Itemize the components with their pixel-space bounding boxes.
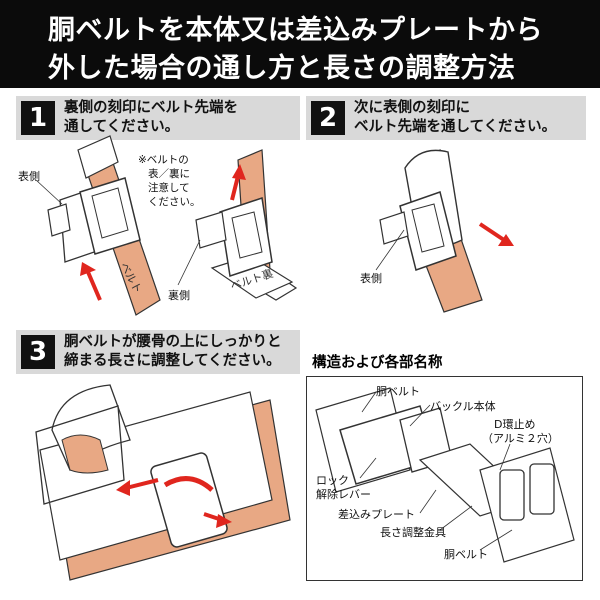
step1-text-line1: 裏側の刻印にベルト先端を <box>64 100 238 116</box>
step3-number: 3 <box>21 335 55 369</box>
parts-label-belt-bottom: 胴ベルト <box>444 548 488 561</box>
step2-label-front: 表側 <box>360 272 382 285</box>
step1-note-line1: ※ベルトの <box>138 154 189 166</box>
step1-note-line3: 注意して <box>148 182 190 194</box>
header-title-line2: 外した場合の通し方と長さの調整方法 <box>48 53 516 84</box>
step1-label-back: 裏側 <box>168 289 190 302</box>
step1-bar: 1 裏側の刻印にベルト先端を 通してください。 <box>16 96 300 140</box>
parts-label-plate: 差込みプレート <box>338 508 415 521</box>
header-title-line1: 胴ベルトを本体又は差込みプレートから <box>48 15 543 46</box>
step1-note-line4: ください。 <box>148 196 201 208</box>
step2-text-line2: ベルト先端を通してください。 <box>354 119 557 135</box>
step2-text-line1: 次に表側の刻印に <box>354 100 470 116</box>
step3-text: 胴ベルトが腰骨の上にしっかりと 締まる長さに調整してください。 <box>64 333 282 371</box>
step1-number: 1 <box>21 101 55 135</box>
page-header: 胴ベルトを本体又は差込みプレートから 外した場合の通し方と長さの調整方法 <box>0 0 600 88</box>
parts-label-d-ring2: （アルミ２穴） <box>482 432 559 445</box>
parts-label-buckle: バックル本体 <box>430 400 496 413</box>
step2-bar: 2 次に表側の刻印に ベルト先端を通してください。 <box>306 96 586 140</box>
parts-label-belt-top: 胴ベルト <box>376 385 420 398</box>
parts-label-adjuster: 長さ調整金具 <box>380 526 446 539</box>
step1-text: 裏側の刻印にベルト先端を 通してください。 <box>64 99 238 137</box>
step2-text: 次に表側の刻印に ベルト先端を通してください。 <box>354 99 556 137</box>
step1-buckle-left <box>47 177 141 263</box>
step3-text-line1: 胴ベルトが腰骨の上にしっかりと <box>64 334 282 350</box>
step3-bar: 3 胴ベルトが腰骨の上にしっかりと 締まる長さに調整してください。 <box>16 330 300 374</box>
parts-title: 構造および各部名称 <box>312 355 443 371</box>
parts-diagram-box <box>306 376 583 581</box>
step1-note: ※ベルトの 表／裏に 注意して ください。 <box>138 153 201 209</box>
step1-label-front: 表側 <box>18 170 40 183</box>
parts-label-d-ring1: D環止め <box>494 418 536 431</box>
step1-text-line2: 通してください。 <box>64 119 180 135</box>
step2-number: 2 <box>311 101 345 135</box>
parts-label-lock1: ロック <box>316 474 349 487</box>
step3-text-line2: 締まる長さに調整してください。 <box>64 353 281 369</box>
step1-note-line2: 表／裏に <box>148 168 190 180</box>
parts-label-lock2: 解除レバー <box>316 488 371 501</box>
